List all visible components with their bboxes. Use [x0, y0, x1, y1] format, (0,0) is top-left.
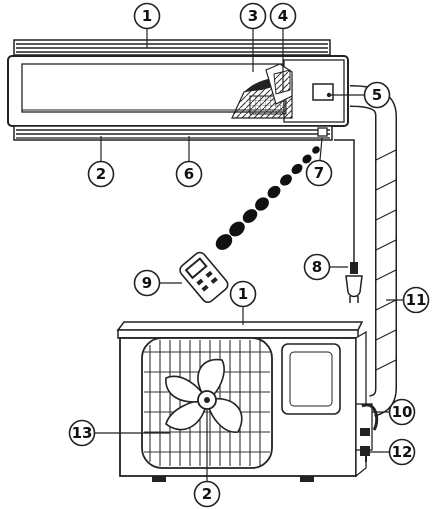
callout-label: 7 [314, 164, 324, 182]
callout-label: 8 [312, 258, 322, 276]
fan-grille [141, 337, 273, 469]
callout-12: 12 [388, 438, 416, 466]
callout-9: 9 [133, 269, 161, 297]
callout-label: 10 [392, 403, 413, 421]
callout-1-outdoor: 1 [229, 280, 257, 308]
callout-8: 8 [303, 253, 331, 281]
callout-2-left: 2 [87, 160, 115, 188]
callout-5: 5 [363, 81, 391, 109]
callout-label: 1 [142, 7, 152, 25]
display-panel [312, 83, 334, 101]
callout-label: 9 [142, 274, 152, 292]
callout-label: 6 [184, 165, 194, 183]
service-panel [281, 343, 341, 415]
remote-signal-beam [215, 146, 320, 250]
callout-label: 11 [406, 291, 427, 309]
callout-13: 13 [68, 419, 96, 447]
callout-2-bottom: 2 [193, 480, 221, 508]
callout-label: 13 [72, 424, 93, 442]
air-filter-cutaway [231, 63, 293, 119]
callout-11: 11 [402, 286, 430, 314]
power-plug-icon [345, 275, 363, 298]
service-valves [355, 403, 379, 462]
signal-receiver [317, 127, 328, 137]
callout-label: 3 [248, 7, 258, 25]
remote-control-icon [179, 251, 229, 304]
callout-3: 3 [239, 2, 267, 30]
callout-label: 1 [238, 285, 248, 303]
callout-label: 12 [392, 443, 413, 461]
power-cord [334, 139, 363, 303]
callout-label: 5 [372, 86, 382, 104]
outdoor-unit [116, 321, 379, 482]
callout-6: 6 [175, 160, 203, 188]
fan-blades [165, 358, 243, 433]
outdoor-unit-top-cover [117, 329, 359, 339]
callout-1-top: 1 [133, 2, 161, 30]
callout-label: 4 [278, 7, 288, 25]
indoor-unit [7, 39, 349, 141]
callout-10: 10 [388, 398, 416, 426]
callout-4: 4 [269, 2, 297, 30]
callout-7: 7 [305, 159, 333, 187]
callout-label: 2 [202, 485, 212, 503]
leader-lines [95, 28, 405, 482]
callout-label: 2 [96, 165, 106, 183]
